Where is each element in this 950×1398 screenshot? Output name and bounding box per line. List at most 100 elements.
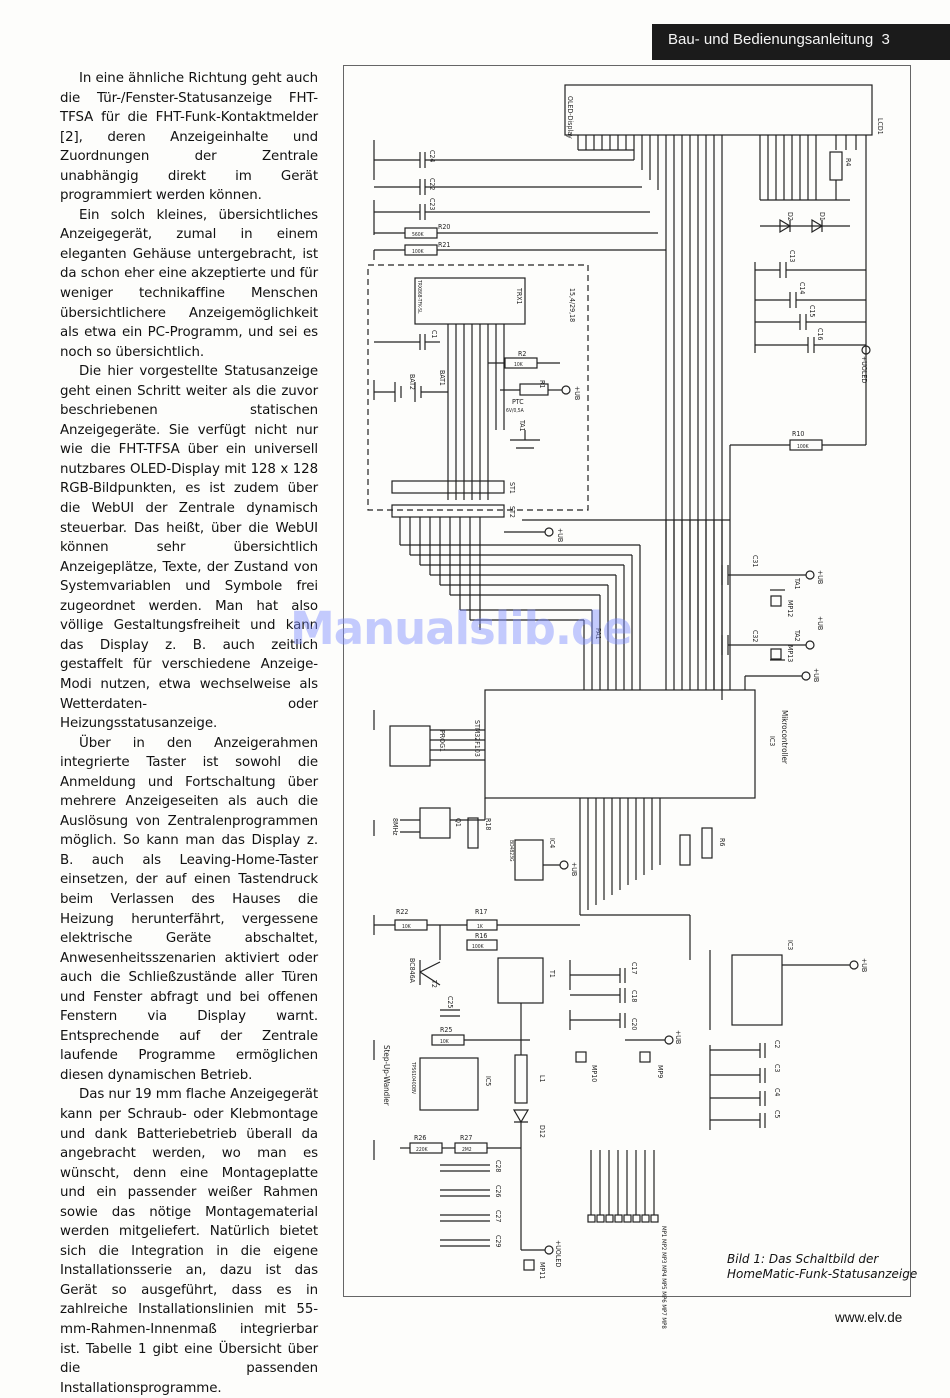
article-body: In eine ähnliche Richtung geht auch die …: [60, 69, 318, 1398]
label-c17: C17: [630, 962, 638, 974]
label-r17-value: 1K: [477, 924, 484, 930]
label-ub-ic4: +UB: [570, 862, 578, 876]
label-r17: R17: [475, 908, 487, 916]
watermark: Manualslib.de: [290, 602, 633, 655]
mcu-bottom-pins: [579, 798, 691, 960]
figure-caption: Bild 1: Das Schaltbild der HomeMatic-Fun…: [727, 1252, 917, 1282]
header-bar: [652, 24, 950, 60]
label-ub-ta2: +UB: [816, 616, 824, 630]
inductor-l1: [514, 1054, 528, 1104]
label-prog1: PROG1: [438, 730, 446, 752]
ub-terminal-ta2: [805, 640, 815, 650]
bus-lines: [399, 445, 731, 690]
resistor-r5: [679, 834, 691, 866]
transceiver-dashed-box: [367, 264, 589, 511]
label-c3: C3: [773, 1064, 781, 1072]
capacitor-c13: [755, 262, 866, 278]
label-c16: C16: [816, 328, 824, 340]
label-d12: D12: [538, 1125, 546, 1138]
voltage-detector-ic4: [514, 839, 544, 881]
label-mp11: MP11: [538, 1262, 546, 1279]
label-oled: OLED-Display: [566, 96, 574, 139]
label-c22: C22: [428, 178, 436, 190]
label-r16-value: 100K: [472, 944, 485, 950]
programming-header-prog1: [389, 725, 431, 767]
measuring-points-row: [587, 1150, 659, 1223]
label-mikrocontroller: Mikrocontroller: [780, 710, 789, 764]
ub-terminal-right: [849, 960, 859, 970]
label-ub-mid: +UB: [556, 528, 564, 542]
label-c23: C23: [428, 198, 436, 210]
label-mp9: MP9: [656, 1065, 664, 1078]
label-ub-top: +UB: [573, 386, 581, 400]
label-c4: C4: [773, 1088, 781, 1096]
label-uoled: +UOLED: [860, 356, 868, 383]
power-ic: [731, 954, 783, 1026]
figure-caption-line2: HomeMatic-Funk-Statusanzeige: [727, 1267, 918, 1281]
measuring-point-mp12: [770, 595, 782, 607]
label-ta1b: TA1: [793, 577, 801, 590]
label-r22: R22: [396, 908, 408, 916]
label-q1: Q1: [454, 818, 462, 827]
mosfet-t1: [497, 957, 544, 1004]
label-power-ic: IC3: [786, 940, 794, 950]
label-c25: C25: [446, 996, 454, 1008]
label-trx1: TRX1: [515, 287, 523, 305]
label-c2: C2: [773, 1040, 781, 1048]
label-ub-right: +UB: [860, 958, 868, 972]
label-r20-value: 560K: [412, 232, 425, 238]
label-c15: C15: [808, 305, 816, 317]
article-paragraph: Das nur 19 mm flache Anzeigegerät kann p…: [60, 1087, 318, 1396]
resistor-r6: [701, 827, 713, 859]
label-c14: C14: [798, 282, 806, 294]
label-c5: C5: [773, 1110, 781, 1118]
page-number: 3: [881, 31, 890, 48]
measuring-point-mp11: [523, 1259, 535, 1271]
label-r1: R1: [538, 380, 546, 388]
label-ub-ta1: +UB: [816, 570, 824, 584]
label-q1-value: 8MHz: [391, 818, 399, 836]
diode-d1: [811, 218, 824, 234]
resistor-r18: [467, 817, 479, 849]
label-ic4-type: BD4823G: [508, 840, 514, 862]
resistor-r16: [466, 939, 498, 951]
label-ptc: PTC: [512, 398, 524, 406]
resistor-r4: [829, 151, 843, 181]
label-t2-type: BC846A: [408, 958, 416, 984]
ub-terminal-bottom: [664, 1035, 674, 1045]
label-c18: C18: [630, 990, 638, 1002]
label-c1: C1: [430, 330, 438, 338]
label-c26: C26: [494, 1185, 502, 1197]
label-mp-list: MP1 MP2 MP3 MP4 MP5 MP6 MP7 MP8: [660, 1226, 667, 1329]
ub-terminal-mcu: [801, 671, 811, 681]
microcontroller-ic3: [484, 689, 756, 799]
label-trx-module: TRX868-TFK-SL: [416, 279, 422, 314]
label-r4: R4: [844, 158, 852, 166]
label-d1: D1: [818, 212, 826, 221]
footer-url[interactable]: www.elv.de: [835, 1310, 903, 1325]
label-st1: ST1: [508, 482, 516, 494]
label-ic4: IC4: [548, 838, 556, 848]
label-r21: R21: [438, 241, 450, 249]
label-bat1: BAT1: [438, 370, 446, 386]
schematic-diagram: LCD1 OLED-Display R4 D1 D2 C13 C14 C15 C…: [367, 84, 884, 1329]
label-ic5: IC5: [484, 1076, 492, 1086]
label-r25-value: 10K: [440, 1039, 450, 1045]
crystal-q1: [419, 807, 451, 839]
connector-st1: [391, 480, 505, 494]
label-c27: C27: [494, 1210, 502, 1222]
measuring-point-mp9: [639, 1051, 651, 1063]
label-bat2: BAT2: [408, 374, 416, 390]
stepup-converter-ic5: [419, 1057, 479, 1111]
label-c32: C32: [751, 630, 759, 642]
header-title-text: Bau- und Bedienungsanleitung: [668, 31, 874, 48]
label-ta2: TA2: [793, 629, 801, 642]
label-r10: R10: [792, 430, 804, 438]
label-r2-value: 10K: [514, 362, 524, 368]
label-r27-value: 2M2: [462, 1147, 472, 1153]
label-mp10: MP10: [590, 1065, 598, 1082]
label-r26-value: 220K: [416, 1147, 429, 1153]
label-stepup: Step-Up-Wandler: [382, 1045, 391, 1106]
label-r6: R6: [718, 838, 726, 846]
header-title: Bau- und Bedienungsanleitung 3: [668, 31, 890, 48]
